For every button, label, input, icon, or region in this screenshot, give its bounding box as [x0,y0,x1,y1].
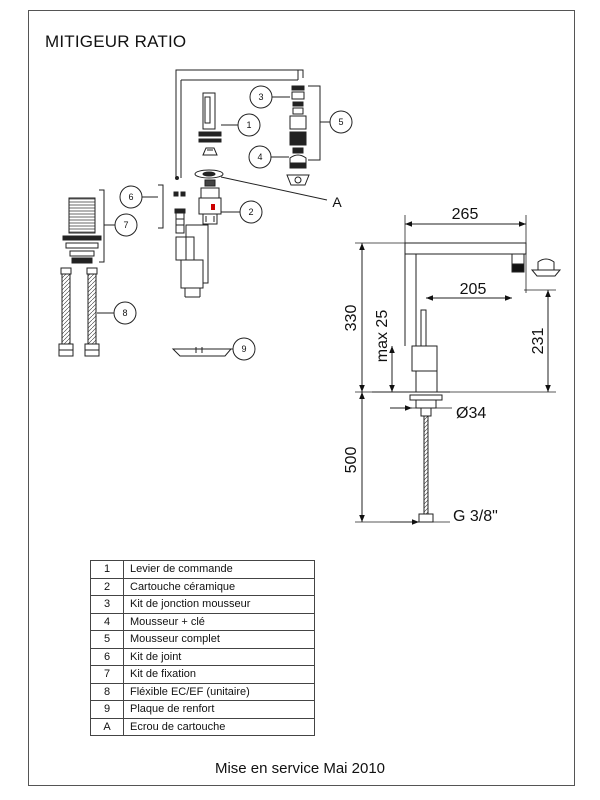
callout-9: 9 [232,337,256,361]
svg-text:5: 5 [338,117,343,127]
exploded-view [58,69,330,357]
dim-265: 265 [452,206,479,223]
part-cartridge [198,179,222,225]
part-lever [194,92,224,179]
legend-number: 5 [90,630,124,649]
legend-label: Levier de commande [123,560,315,579]
callout-1: 1 [237,113,261,137]
callout-5: 5 [329,110,353,134]
part-aerator-key [286,147,310,186]
legend-number: 9 [90,700,124,719]
bracket-part-5 [308,85,321,161]
page-frame [28,10,575,786]
svg-text:2: 2 [248,207,253,217]
legend-label: Mousseur + clé [123,612,315,631]
faucet-profile [404,242,562,393]
dim-max-25: max 25 [374,310,391,363]
callout-A: A [332,194,342,210]
svg-text:3: 3 [258,92,263,102]
dim-500: 500 [343,447,360,474]
dim-231: 231 [530,328,547,355]
bracket-part-7 [99,189,105,263]
page-title: MITIGEUR RATIO [45,32,187,51]
legend-number: 1 [90,560,124,579]
extension-lines [355,215,556,523]
legend-label: Fléxible EC/EF (unitaire) [123,682,315,701]
legend-label: Cartouche céramique [123,577,315,596]
legend-number: 2 [90,577,124,596]
service-date-note: Mise en service Mai 2010 [214,760,386,777]
svg-text:9: 9 [241,344,246,354]
callouts: 1 2 3 4 5 6 7 8 9 A [113,85,353,361]
counter-fixation [372,391,450,523]
callout-7: 7 [114,213,138,237]
legend-number: 4 [90,612,124,631]
part-flexible-hoses [58,267,100,357]
part-aerator-junction [289,85,307,146]
legend-label: Kit de joint [123,647,315,666]
legend-number: 8 [90,682,124,701]
legend-label: Kit de fixation [123,665,315,684]
legend-number: 7 [90,665,124,684]
dim-330: 330 [343,305,360,332]
part-fixation-kit [62,189,105,264]
faucet-body-exploded [175,69,304,180]
part-lower-body [175,224,209,298]
legend-label: Plaque de renfort [123,700,315,719]
svg-text:8: 8 [122,308,127,318]
part-joint-kit [173,191,186,234]
legend-label: Ecrou de cartouche [123,717,315,736]
svg-text:4: 4 [257,152,262,162]
callout-3: 3 [249,85,273,109]
legend-label: Kit de jonction mousseur [123,595,315,614]
callout-leaders [97,96,330,350]
legend-number: 6 [90,647,124,666]
dimension-lines [359,221,551,525]
svg-text:7: 7 [123,220,128,230]
side-view [355,215,562,525]
dim-thread: G 3/8" [453,508,498,525]
legend-number: A [90,717,124,736]
legend-label: Mousseur complet [123,630,315,649]
callout-4: 4 [248,145,272,169]
callout-2: 2 [239,200,263,224]
dim-205: 205 [460,281,487,298]
part-reinforcement-plate [171,347,233,357]
callout-8: 8 [113,301,137,325]
dimension-labels: 265 205 330 max 25 231 Ø34 500 G 3/8" [343,206,547,525]
callout-6: 6 [119,185,143,209]
dim-diameter-34: Ø34 [456,405,486,422]
svg-text:1: 1 [246,120,251,130]
legend-number: 3 [90,595,124,614]
svg-text:6: 6 [128,192,133,202]
